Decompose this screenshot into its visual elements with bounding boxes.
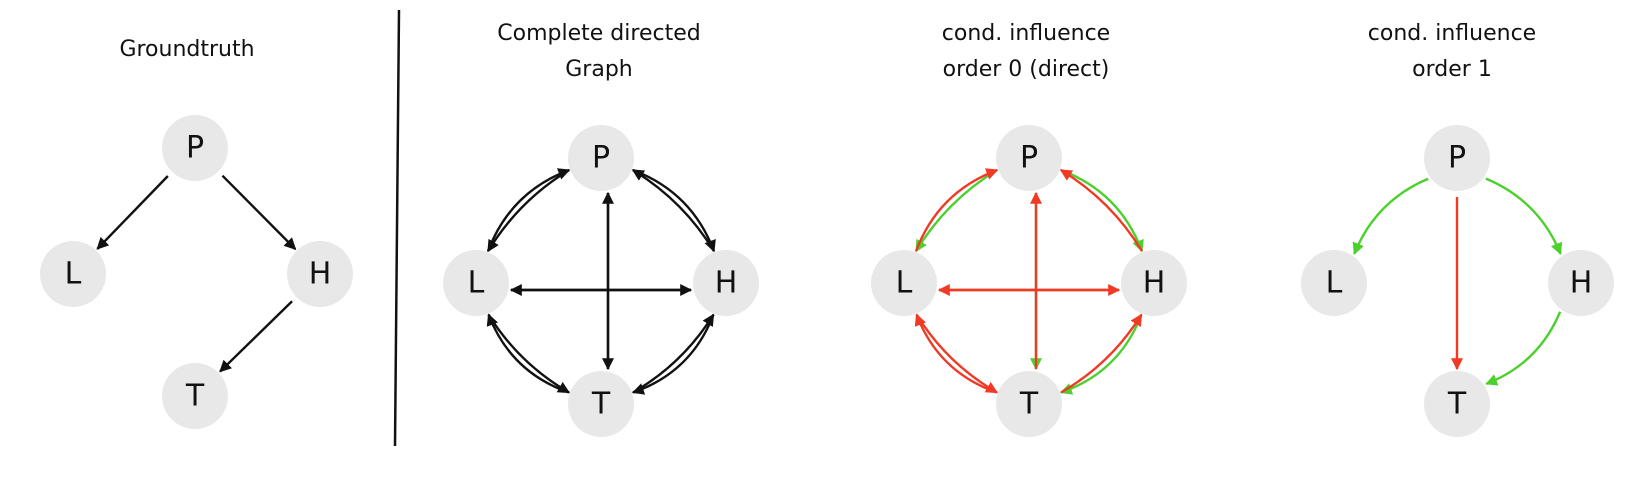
title-line: order 1 bbox=[1412, 57, 1492, 82]
title-line: order 0 (direct) bbox=[942, 57, 1110, 82]
node-label: P bbox=[1448, 141, 1466, 176]
node-label: P bbox=[186, 131, 204, 166]
node-circle bbox=[40, 241, 106, 307]
edge-complete-P-to-H bbox=[632, 168, 716, 253]
title-line: Complete directed bbox=[497, 21, 701, 46]
edge-groundtruth-P-to-H bbox=[221, 174, 297, 251]
node-label: L bbox=[468, 266, 485, 301]
edge-groundtruth-H-to-T bbox=[219, 300, 293, 373]
edge-order1-P-to-H bbox=[1485, 177, 1563, 256]
edge-order0-P-to-L bbox=[914, 168, 998, 253]
panel-title-groundtruth: Groundtruth bbox=[27, 32, 347, 68]
title-line: cond. influence bbox=[1367, 21, 1537, 46]
node-label: T bbox=[185, 379, 205, 414]
panel-title-order0: cond. influence order 0 (direct) bbox=[866, 16, 1186, 88]
edge-complete-P-to-L bbox=[486, 168, 570, 253]
node-label: L bbox=[896, 266, 913, 301]
node-order1-P: P bbox=[1424, 125, 1490, 191]
node-circle bbox=[1301, 250, 1367, 316]
edge-complete-T-to-H bbox=[632, 313, 715, 394]
node-groundtruth-T: T bbox=[162, 363, 228, 429]
edge-complete-L-to-T bbox=[487, 313, 571, 394]
edge-complete-L-to-P bbox=[486, 168, 571, 252]
node-label: P bbox=[592, 141, 610, 176]
node-label: H bbox=[715, 266, 738, 301]
node-order0-L: L bbox=[871, 250, 937, 316]
edge-complete-H-to-T bbox=[631, 314, 715, 395]
separator-line bbox=[393, 9, 401, 447]
node-circle bbox=[1121, 250, 1187, 316]
edge-complete-H-to-P bbox=[631, 168, 716, 252]
node-label: L bbox=[1326, 266, 1343, 301]
edge-order1-H-to-T bbox=[1485, 311, 1562, 386]
node-groundtruth-P: P bbox=[162, 115, 228, 181]
node-circle bbox=[996, 125, 1062, 191]
node-complete-T: T bbox=[568, 371, 634, 437]
title-line: Graph bbox=[565, 57, 633, 82]
edge-order1-P-to-L bbox=[1352, 177, 1429, 255]
node-complete-P: P bbox=[568, 125, 634, 191]
node-label: T bbox=[591, 387, 611, 422]
title-line: cond. influence bbox=[941, 21, 1111, 46]
edge-order0-H-to-P bbox=[1059, 168, 1144, 252]
panel-title-order1: cond. influence order 1 bbox=[1292, 16, 1612, 88]
node-circle bbox=[568, 371, 634, 437]
node-label: P bbox=[1020, 141, 1038, 176]
edge-order0-L-to-T bbox=[915, 313, 999, 394]
node-circle bbox=[1424, 125, 1490, 191]
node-order0-P: P bbox=[996, 125, 1062, 191]
node-label: H bbox=[309, 257, 332, 292]
node-circle bbox=[1424, 371, 1490, 437]
panel-title-complete: Complete directed Graph bbox=[439, 16, 759, 88]
node-label: T bbox=[1447, 387, 1467, 422]
node-label: L bbox=[65, 257, 82, 292]
node-order0-H: H bbox=[1121, 250, 1187, 316]
node-order1-H: H bbox=[1548, 250, 1614, 316]
node-circle bbox=[287, 241, 353, 307]
node-circle bbox=[1548, 250, 1614, 316]
node-circle bbox=[162, 115, 228, 181]
node-circle bbox=[162, 363, 228, 429]
edge-order0-T-to-H bbox=[1060, 313, 1143, 394]
edge-order0-H-to-T bbox=[1059, 314, 1143, 395]
node-circle bbox=[443, 250, 509, 316]
node-groundtruth-H: H bbox=[287, 241, 353, 307]
node-circle bbox=[693, 250, 759, 316]
edge-order0-L-to-P bbox=[914, 168, 999, 252]
edge-order0-P-to-H bbox=[1060, 168, 1144, 253]
node-label: H bbox=[1143, 266, 1166, 301]
node-circle bbox=[568, 125, 634, 191]
node-order0-T: T bbox=[996, 371, 1062, 437]
node-complete-H: H bbox=[693, 250, 759, 316]
edge-order0-T-to-L bbox=[914, 313, 998, 394]
node-groundtruth-L: L bbox=[40, 241, 106, 307]
node-label: T bbox=[1019, 387, 1039, 422]
node-circle bbox=[996, 371, 1062, 437]
node-order1-T: T bbox=[1424, 371, 1490, 437]
node-order1-L: L bbox=[1301, 250, 1367, 316]
node-circle bbox=[871, 250, 937, 316]
node-label: H bbox=[1570, 266, 1593, 301]
node-complete-L: L bbox=[443, 250, 509, 316]
edge-groundtruth-P-to-L bbox=[96, 175, 169, 250]
edge-complete-T-to-L bbox=[486, 313, 570, 394]
title-line: Groundtruth bbox=[119, 37, 255, 62]
